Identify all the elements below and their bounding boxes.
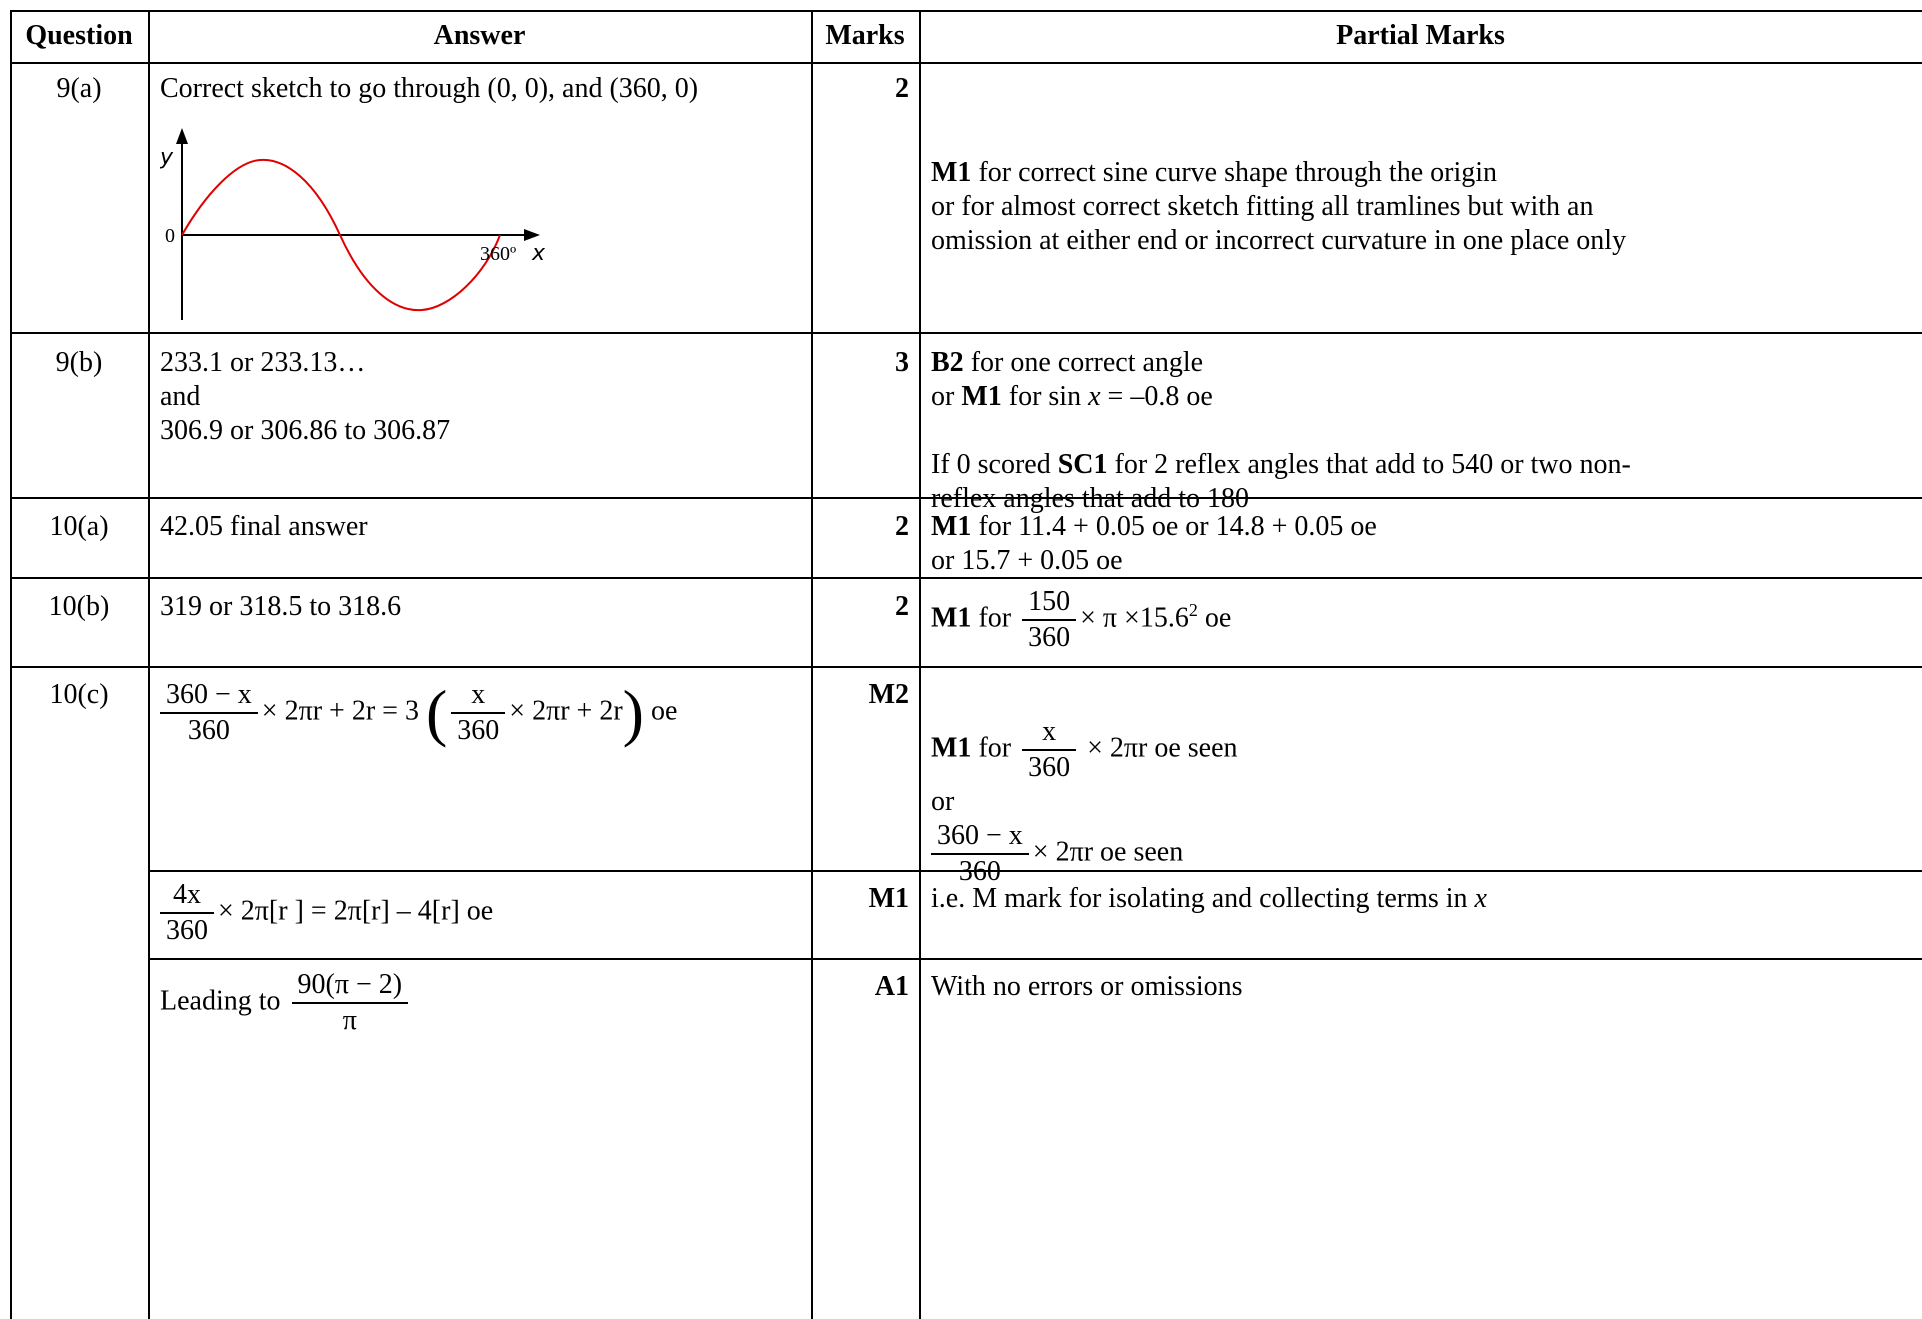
answer-text: 233.1 or 233.13… and 306.9 or 306.86 to … bbox=[160, 347, 451, 446]
col-divider bbox=[919, 10, 921, 1319]
marks-value: M1 bbox=[868, 883, 909, 914]
subrow-divider bbox=[148, 870, 1922, 872]
subrow-divider bbox=[148, 958, 1922, 960]
origin-label: 0 bbox=[165, 225, 175, 247]
table-left-border bbox=[10, 10, 12, 1319]
mark-code: M1 bbox=[931, 157, 972, 188]
sine-sketch: y 0 360º x bbox=[160, 128, 546, 320]
answer-text: Correct sketch to go through (0, 0), and… bbox=[160, 73, 699, 104]
table-top-border bbox=[10, 10, 1922, 12]
question-label: 9(a) bbox=[56, 73, 102, 104]
question-label: 10(b) bbox=[48, 591, 110, 622]
sine-curve bbox=[181, 158, 501, 312]
partial-marks-text: B2 for one correct angle or M1 for sin x… bbox=[931, 347, 1631, 514]
answer-text: 319 or 318.5 to 318.6 bbox=[160, 591, 402, 622]
partial-marks-text: M1 for 11.4 + 0.05 oe or 14.8 + 0.05 oe … bbox=[931, 511, 1377, 576]
row-divider bbox=[10, 666, 1922, 668]
marks-value: 2 bbox=[895, 511, 909, 542]
question-label: 10(c) bbox=[49, 679, 109, 710]
question-label: 9(b) bbox=[55, 347, 103, 378]
y-axis-label: y bbox=[160, 145, 174, 170]
row-divider bbox=[10, 332, 1922, 334]
header-partial-marks: Partial Marks bbox=[1336, 20, 1505, 51]
row-divider bbox=[10, 497, 1922, 499]
marks-value: M2 bbox=[868, 679, 909, 710]
header-bottom-border bbox=[10, 62, 1922, 64]
answer-text: 42.05 final answer bbox=[160, 511, 368, 542]
x-axis-arrow bbox=[524, 229, 540, 241]
y-axis-arrow bbox=[176, 128, 188, 144]
marks-value: 3 bbox=[895, 347, 909, 378]
col-divider bbox=[811, 10, 813, 1319]
x-end-label: 360º bbox=[480, 243, 516, 265]
question-label: 10(a) bbox=[49, 511, 109, 542]
header-answer: Answer bbox=[433, 20, 526, 51]
row-divider bbox=[10, 577, 1922, 579]
header-marks: Marks bbox=[825, 20, 905, 51]
x-axis-label: x bbox=[531, 241, 546, 266]
mark-scheme-table: Question Answer Marks Partial Marks 9(a)… bbox=[10, 10, 1922, 1319]
marks-value: 2 bbox=[895, 591, 909, 622]
marks-value: 2 bbox=[895, 73, 909, 104]
partial-marks-text: With no errors or omissions bbox=[931, 971, 1243, 1002]
answer-equation: Leading to 90(π − 2)π bbox=[160, 968, 800, 1038]
partial-marks-text: i.e. M mark for isolating and collecting… bbox=[931, 883, 1487, 914]
header-question: Question bbox=[25, 20, 133, 51]
col-divider bbox=[148, 10, 150, 1319]
marks-value: A1 bbox=[874, 971, 909, 1002]
partial-marks-text: M1 for correct sine curve shape through … bbox=[931, 157, 1627, 256]
